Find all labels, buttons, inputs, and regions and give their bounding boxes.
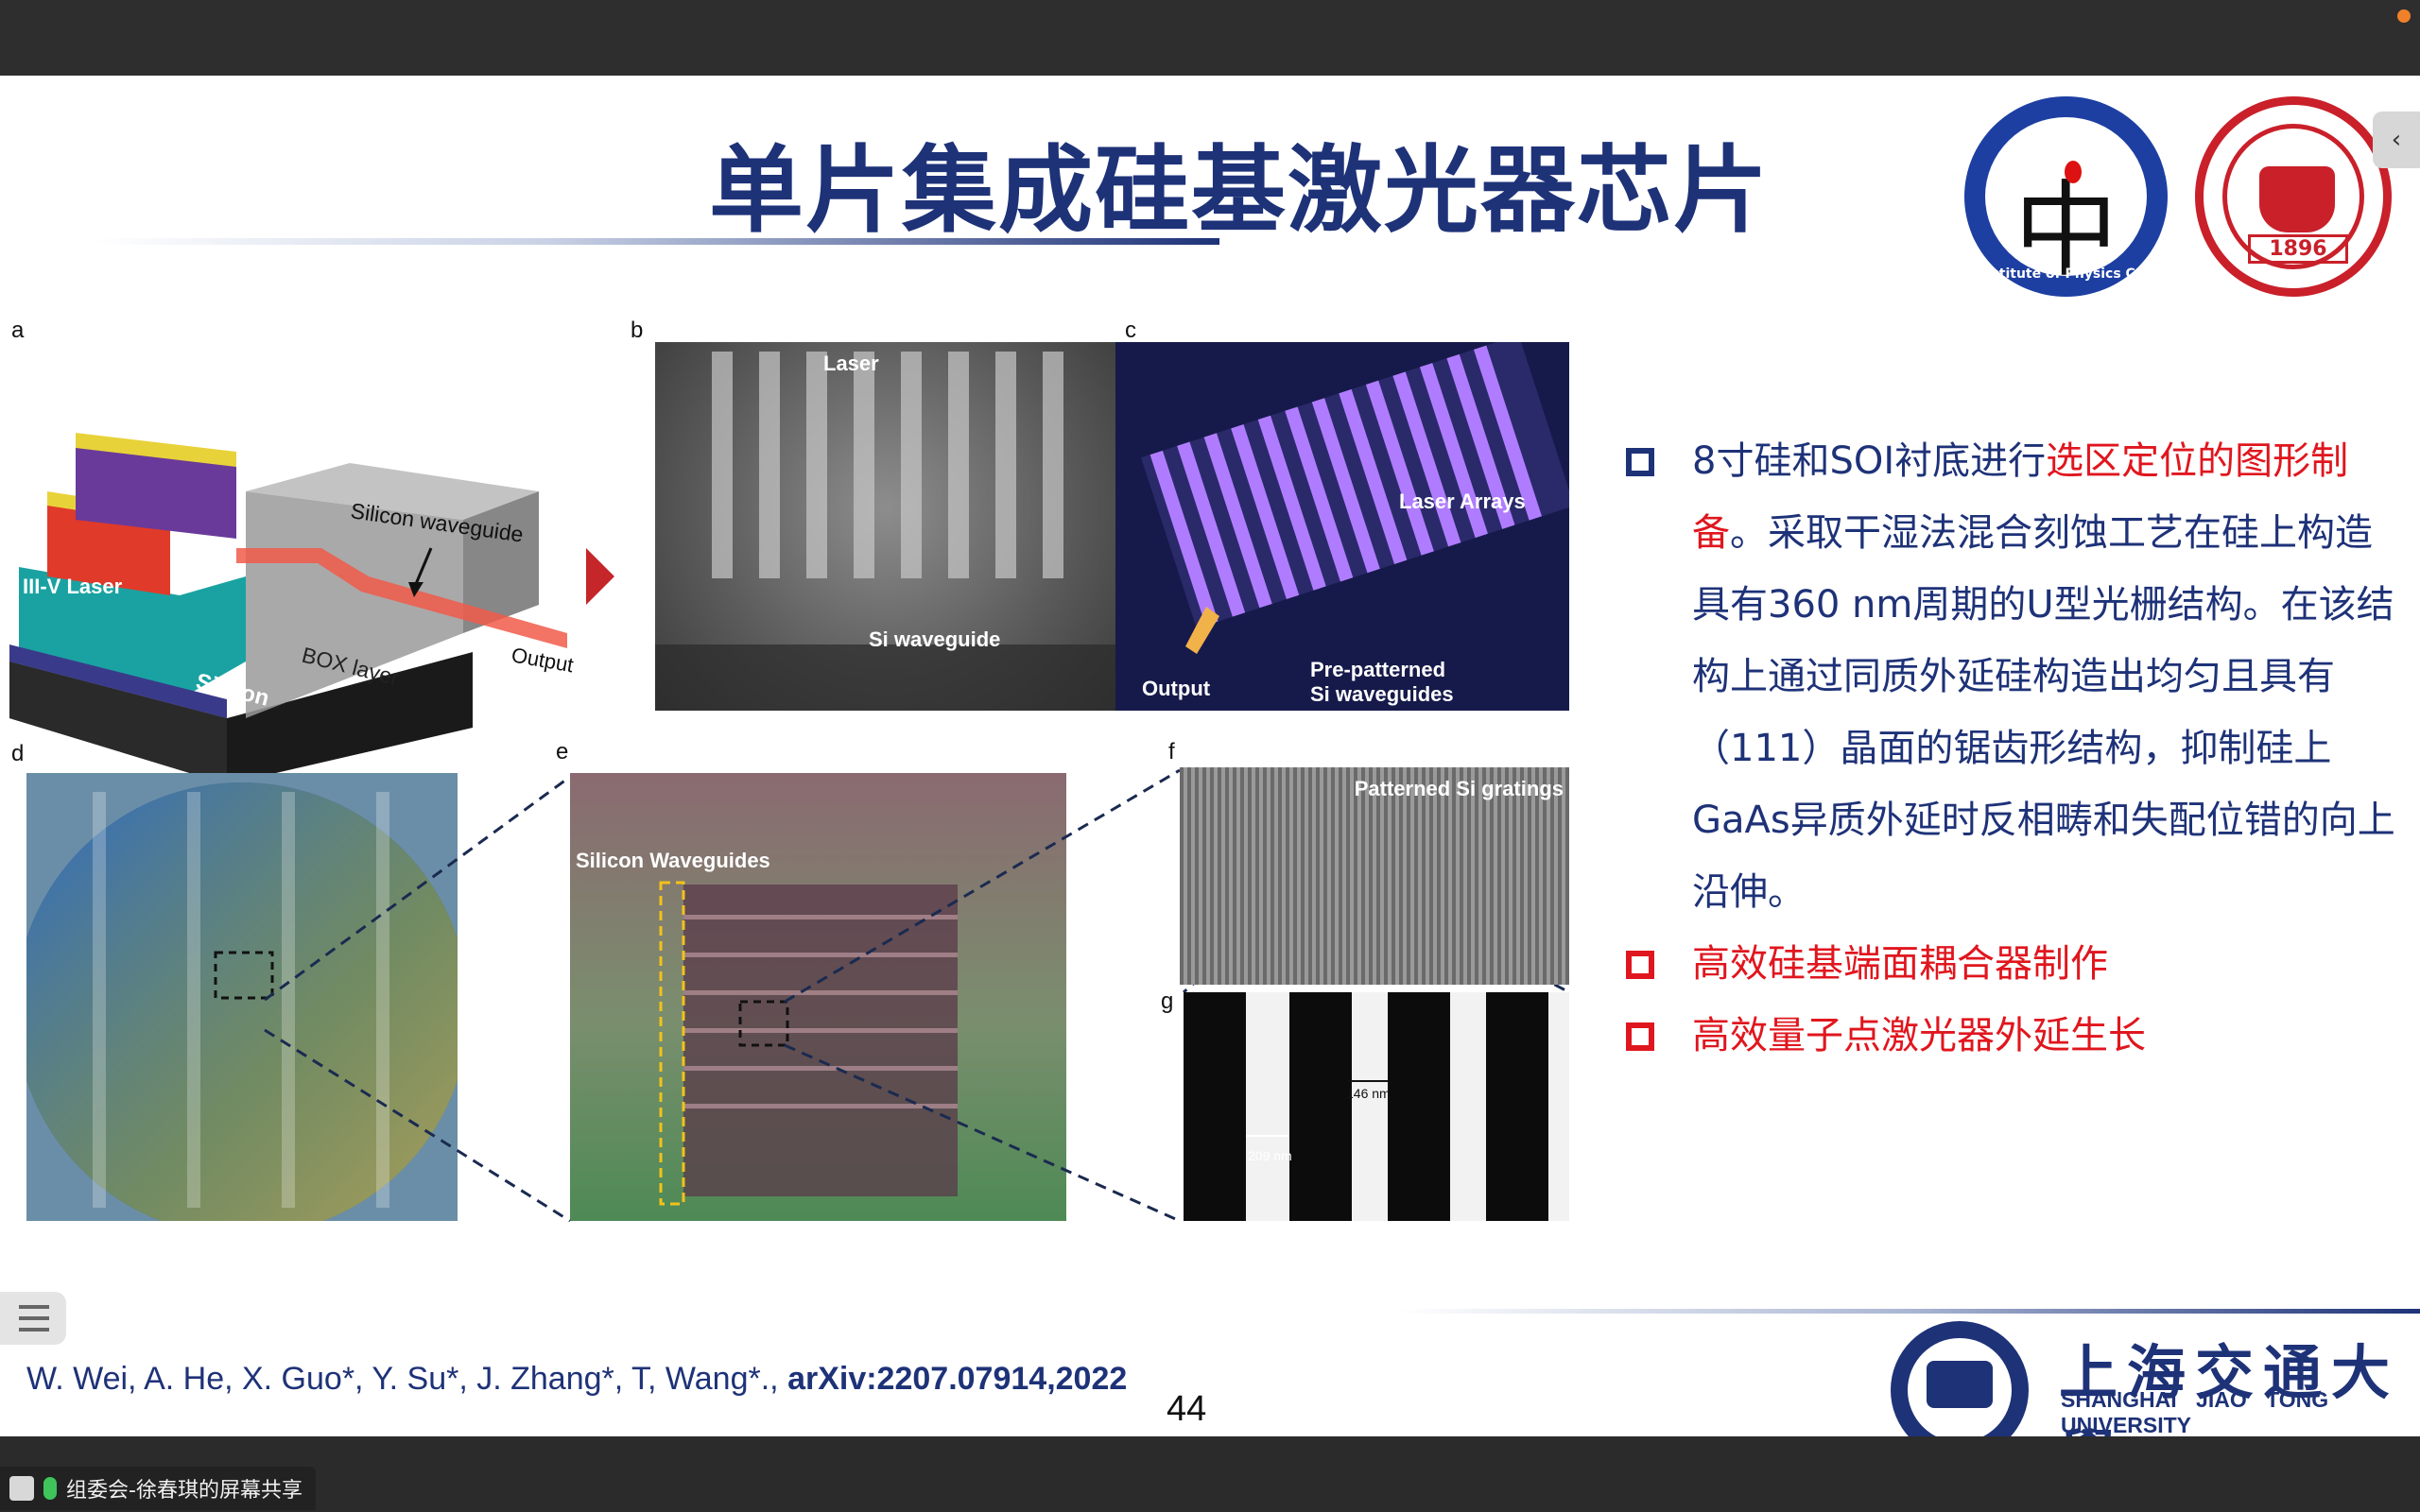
figure-label-b: b xyxy=(631,318,644,343)
label-output-c: Output xyxy=(1142,677,1211,700)
screen-share-label: 组委会-徐春琪的屏幕共享 xyxy=(66,1479,302,1503)
collapse-panel-chevron-icon[interactable]: ‹ xyxy=(2373,112,2420,168)
figure-label-g: g xyxy=(1161,988,1174,1014)
sem-image-panel: Laser Si waveguide xyxy=(655,342,1116,711)
bullet-item-2: 高效硅基端面耦合器制作 xyxy=(1626,928,2401,1000)
patterned-gratings-panel: Patterned Si gratings xyxy=(1180,767,1569,985)
bullet-item-1: 8寸硅和SOI衬底进行选区定位的图形制备。采取干湿法混合刻蚀工艺在硅上构造具有3… xyxy=(1626,425,2401,928)
grating-zoom-panel: 146 nm 209 nm xyxy=(1184,992,1569,1221)
screen-share-icon xyxy=(9,1476,34,1501)
label-silicon-waveguides: Silicon Waveguides xyxy=(576,849,770,872)
label-pre-patterned: Pre-patterned xyxy=(1310,658,1445,681)
highlight-text: 选区定位的图形制备 xyxy=(1692,439,2349,555)
recording-indicator-icon xyxy=(2397,9,2411,23)
figure-label-d: d xyxy=(11,741,25,766)
label-laser-arrays: Laser Arrays xyxy=(1399,490,1526,513)
bullet-list: 8寸硅和SOI衬底进行选区定位的图形制备。采取干湿法混合刻蚀工艺在硅上构造具有3… xyxy=(1626,425,2401,1072)
meeting-bottom-bar xyxy=(0,1436,2420,1512)
arxiv-reference: arXiv:2207.07914,2022 xyxy=(787,1361,1128,1397)
laser-device-schematic: Silicon waveguide III-V Laser BOX layer … xyxy=(9,350,614,784)
footer-university-name-cn: 上海交通大學 xyxy=(2059,1338,2400,1436)
footer-university-name-en: SHANGHAI JIAO TONG UNIVERSITY xyxy=(2061,1387,2329,1436)
figure-label-e: e xyxy=(556,739,569,765)
meeting-top-bar xyxy=(0,0,2420,76)
bullet-square-icon xyxy=(1626,1022,1654,1051)
label-dim-209nm: 209 nm xyxy=(1248,1148,1292,1163)
bullet-square-icon xyxy=(1626,448,1654,476)
label-si-waveguides: Si waveguides xyxy=(1310,682,1454,706)
institute-of-physics-logo: 中 Institute of Physics CAS xyxy=(1964,96,2168,297)
label-laser: Laser xyxy=(823,352,879,375)
slide-menu-button[interactable] xyxy=(0,1292,66,1345)
bullet-square-icon xyxy=(1626,951,1654,979)
figure-label-f: f xyxy=(1168,739,1175,765)
footer-divider xyxy=(1399,1309,2420,1314)
presentation-slide: 单片集成硅基激光器芯片 中 Institute of Physics CAS 1… xyxy=(0,76,2420,1436)
figure-label-c: c xyxy=(1125,318,1136,343)
page-number: 44 xyxy=(1167,1389,1207,1429)
wafer-photo-panel xyxy=(26,773,458,1221)
laser-array-image-panel: Laser Arrays Output Pre-patterned Si wav… xyxy=(1115,342,1569,711)
sjtu-seal-logo: 1896 xyxy=(2195,96,2392,297)
citation: W. Wei, A. He, X. Guo*, Y. Su*, J. Zhang… xyxy=(26,1361,1128,1397)
label-patterned-si-gratings: Patterned Si gratings xyxy=(1354,777,1564,800)
silicon-waveguides-panel: Silicon Waveguides xyxy=(570,773,1066,1221)
label-si-waveguide: Si waveguide xyxy=(869,627,1000,651)
label-dim-146nm: 146 nm xyxy=(1346,1086,1391,1101)
figure-label-a: a xyxy=(11,318,25,343)
title-underline xyxy=(95,238,1219,245)
slide-title: 单片集成硅基激光器芯片 xyxy=(709,135,1770,246)
label-iii-v-laser: III-V Laser xyxy=(23,575,123,598)
bullet-item-3: 高效量子点激光器外延生长 xyxy=(1626,1000,2401,1072)
screen-share-indicator[interactable]: 组委会-徐春琪的屏幕共享 xyxy=(0,1467,316,1510)
sjtu-footer-logo xyxy=(1891,1321,2029,1436)
microphone-icon xyxy=(43,1477,57,1500)
